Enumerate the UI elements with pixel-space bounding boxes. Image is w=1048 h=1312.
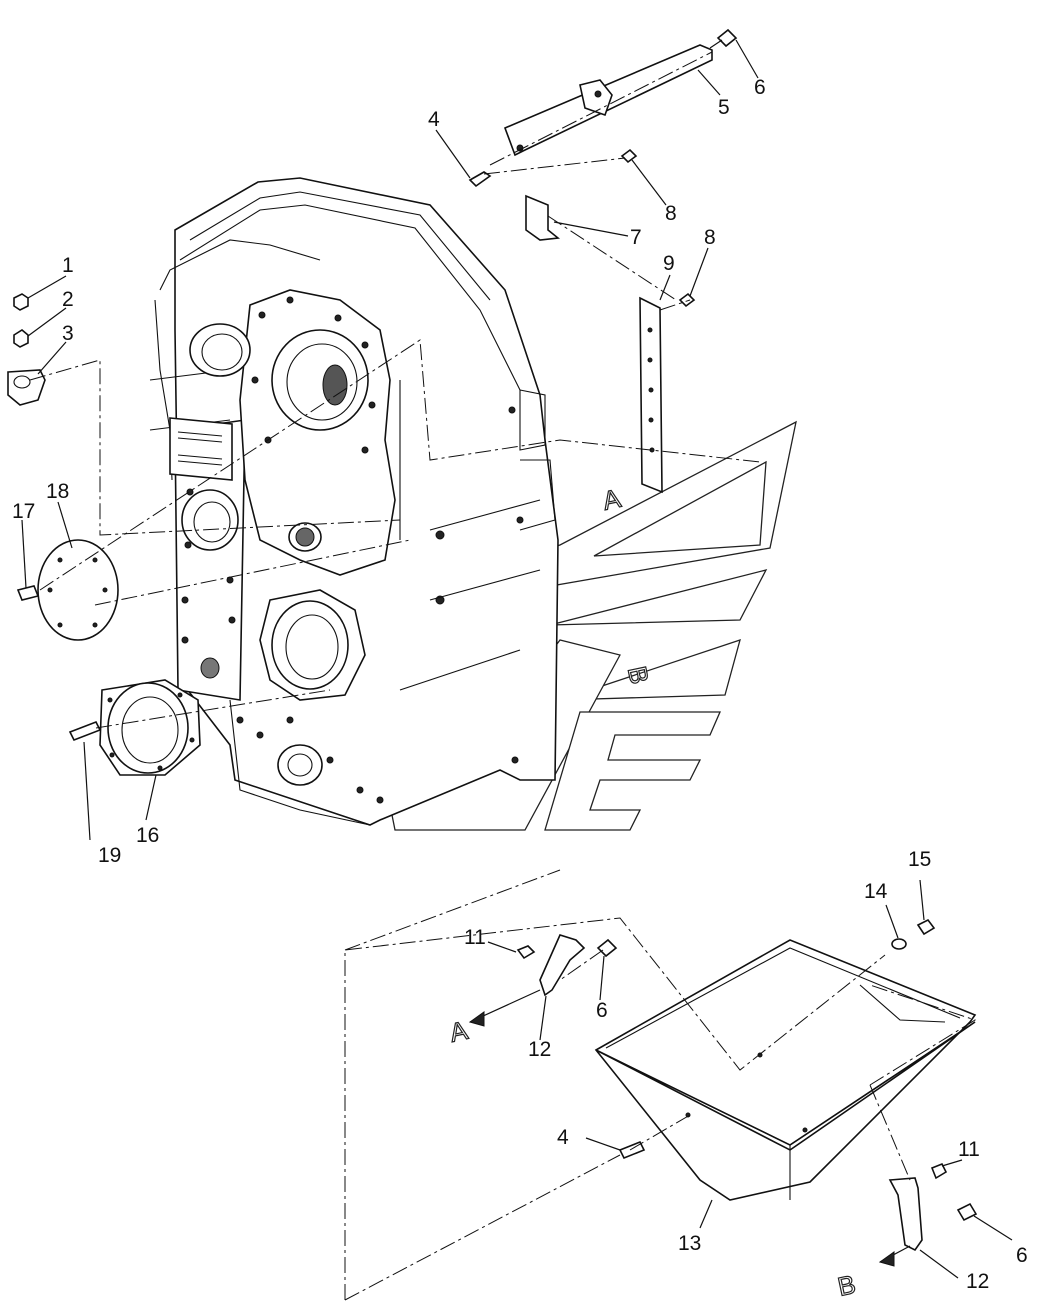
callout-16: 16 bbox=[136, 824, 159, 847]
part-9-strip bbox=[639, 296, 663, 494]
part-4-dowel-top bbox=[468, 171, 492, 188]
callout-2: 2 bbox=[62, 288, 74, 311]
part-19-bolt bbox=[68, 720, 102, 742]
top-bolts bbox=[620, 28, 738, 308]
callout-3: 3 bbox=[62, 322, 74, 345]
part-7-clip bbox=[525, 194, 561, 241]
part-12-bracket-a bbox=[539, 934, 586, 997]
callout-19: 19 bbox=[98, 844, 121, 867]
pan-fasteners bbox=[516, 918, 978, 1222]
callout-4-pan: 4 bbox=[557, 1126, 569, 1149]
part-12-bracket-b bbox=[888, 1177, 923, 1252]
callout-6-top: 6 bbox=[754, 76, 766, 99]
callout-11-a: 11 bbox=[464, 926, 486, 949]
callout-8-right: 8 bbox=[704, 226, 716, 249]
callout-6-pan-b: 6 bbox=[1016, 1244, 1028, 1267]
center-lines bbox=[29, 51, 977, 1301]
ref-letter-b-pan: B bbox=[835, 1269, 858, 1302]
reference-arrows bbox=[468, 1011, 895, 1267]
leader-lines bbox=[21, 39, 1013, 1279]
callout-7: 7 bbox=[630, 226, 642, 249]
callout-12-b: 12 bbox=[966, 1270, 989, 1293]
parts-1-2-3 bbox=[7, 293, 46, 406]
callout-17: 17 bbox=[12, 500, 35, 523]
callout-9: 9 bbox=[663, 252, 675, 275]
callout-13: 13 bbox=[678, 1232, 701, 1255]
callout-14: 14 bbox=[864, 880, 888, 903]
transmission-housing bbox=[149, 177, 559, 826]
part-18-cover-plate bbox=[37, 539, 119, 641]
part-17-bolt bbox=[16, 585, 40, 601]
callout-11-b: 11 bbox=[958, 1138, 980, 1161]
callout-15: 15 bbox=[908, 848, 931, 871]
bolt-holes bbox=[181, 296, 524, 804]
callout-12-a: 12 bbox=[528, 1038, 551, 1061]
ref-letter-a-housing: A bbox=[600, 483, 624, 516]
callout-18: 18 bbox=[46, 480, 69, 503]
ref-letter-a-pan: A bbox=[447, 1015, 471, 1048]
name-plate bbox=[169, 417, 233, 481]
callout-6-pan-a: 6 bbox=[596, 999, 608, 1022]
part-13-oil-pan bbox=[594, 939, 977, 1201]
callout-1: 1 bbox=[62, 254, 74, 277]
callout-labels: 1 2 3 4 4 5 6 6 6 7 8 8 9 11 11 12 12 13… bbox=[12, 76, 1028, 1293]
part-5-cover-bracket bbox=[503, 44, 713, 157]
callout-8-top: 8 bbox=[665, 202, 677, 225]
callout-5: 5 bbox=[718, 96, 730, 119]
callout-4-top: 4 bbox=[428, 108, 440, 131]
part-16-bearing-cap bbox=[99, 679, 201, 776]
